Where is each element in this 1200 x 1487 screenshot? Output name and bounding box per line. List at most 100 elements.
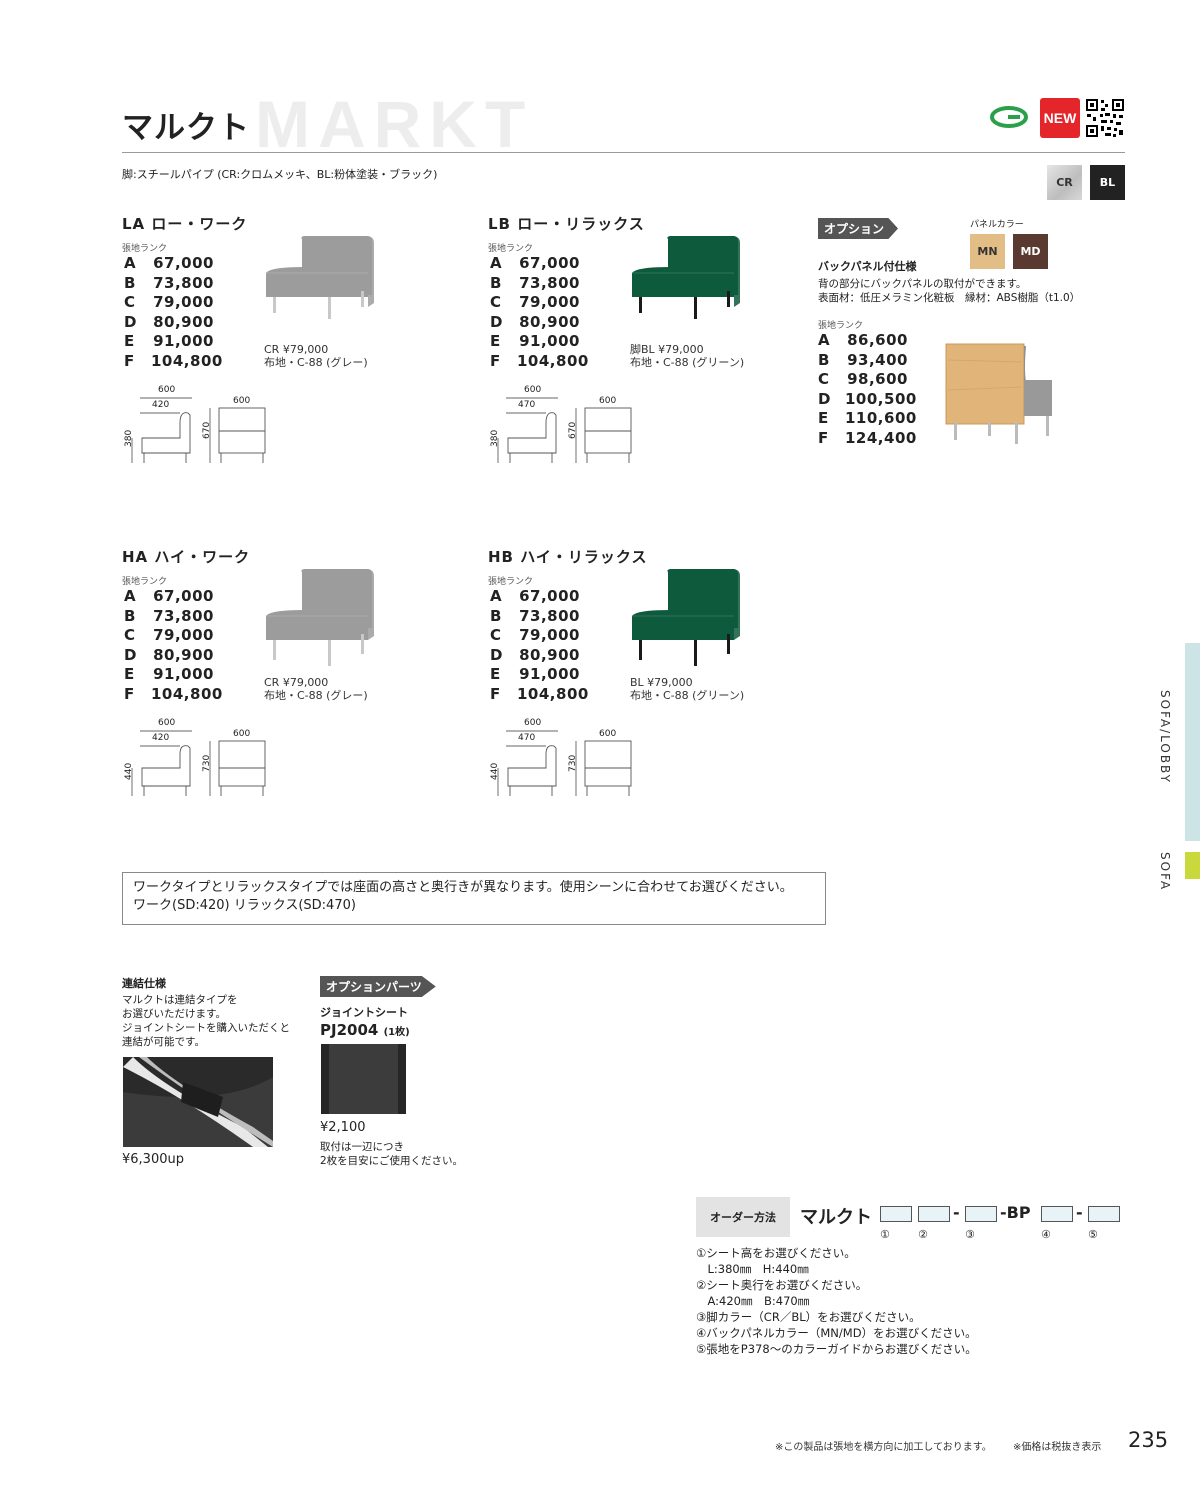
price-row: F 104,800	[490, 684, 589, 705]
rank-price: 104,800	[151, 684, 223, 703]
rank-price: 79,000	[519, 293, 580, 311]
panel-color-label: パネルカラー	[970, 220, 1024, 230]
price-row: D 100,500	[818, 389, 917, 410]
dim-seat-depth: 470	[518, 733, 536, 743]
dimension-drawing	[131, 730, 266, 796]
price-row: A 67,000	[124, 254, 214, 274]
rank-price: 104,800	[517, 684, 589, 703]
price-row: C 98,600	[818, 370, 908, 390]
price-row: F 104,800	[124, 351, 222, 372]
rank-grade: D	[818, 389, 831, 408]
price-row: E 110,600	[818, 409, 917, 429]
rank-price: 91,000	[153, 332, 214, 350]
rank-grade: C	[124, 626, 136, 644]
dim-seat-height: 380	[490, 429, 500, 447]
rank-price: 110,600	[845, 409, 917, 427]
price-row: F 104,800	[490, 351, 589, 372]
rank-price: 73,800	[519, 273, 580, 292]
joint-desc-line: お選びいただけます。	[122, 1008, 226, 1020]
price-row: D 80,900	[490, 646, 580, 666]
order-step: L:380㎜ H:440㎜	[696, 1262, 809, 1276]
rank-grade: B	[124, 606, 136, 625]
price-row: A 67,000	[490, 254, 580, 274]
price-row: F 104,800	[124, 684, 223, 705]
page-number: 235	[1128, 1428, 1169, 1452]
side-subcategory-bar	[1185, 852, 1200, 879]
rank-label: 張地ランク	[488, 577, 534, 587]
rank-label: 張地ランク	[122, 244, 168, 254]
dim-height: 730	[202, 754, 212, 772]
order-num-5: ⑤	[1088, 1228, 1098, 1241]
option-title: バックパネル付仕様	[818, 260, 917, 273]
parts-price: ¥2,100	[320, 1120, 366, 1135]
rank-grade: D	[490, 645, 503, 664]
option-price-list: A 86,600 B 93,400 C 98,600 D 100,500 E 1…	[818, 331, 917, 449]
price-row: C 79,000	[124, 293, 214, 313]
order-steps: ①シート高をお選びください。 L:380㎜ H:440㎜ ②シート奥行をお選びく…	[696, 1245, 977, 1357]
joint-desc-line: ジョイントシートを購入いただくと	[122, 1022, 290, 1034]
dim-seat-height: 380	[124, 429, 134, 447]
dim-seat-depth: 470	[518, 400, 536, 410]
rank-grade: C	[124, 293, 136, 311]
order-box-3[interactable]	[965, 1206, 997, 1222]
joint-title: 連結仕様	[122, 977, 166, 990]
rank-price: 79,000	[153, 293, 214, 311]
order-num-2: ②	[918, 1228, 928, 1241]
fabric-label: 布地・C-88 (グリーン)	[630, 356, 745, 369]
rank-grade: D	[490, 312, 503, 331]
panel-color-mn-swatch: MN	[970, 234, 1005, 269]
note-line-1: ワークタイプとリラックスタイプでは座面の高さと奥行きが異なります。使用シーンに合…	[133, 880, 793, 895]
dim-width-top: 600	[158, 718, 176, 728]
product-title: HB ハイ・リラックス	[488, 548, 648, 566]
rank-price: 104,800	[517, 351, 589, 370]
rank-grade: B	[124, 273, 136, 292]
dim-seat-height: 440	[490, 762, 500, 780]
dim-width-top: 600	[524, 385, 542, 395]
side-subcategory-label: SOFA	[1158, 852, 1172, 892]
rank-grade: F	[124, 351, 135, 370]
dimension-drawing	[131, 397, 266, 463]
order-box-1[interactable]	[880, 1206, 912, 1222]
price-row: F 124,400	[818, 428, 917, 449]
order-box-2[interactable]	[918, 1206, 950, 1222]
price-row: D 80,900	[124, 646, 214, 666]
order-box-4[interactable]	[1041, 1206, 1073, 1222]
rank-price: 80,900	[519, 312, 580, 331]
rank-price: 100,500	[845, 389, 917, 408]
rank-price: 79,000	[153, 626, 214, 644]
rank-price: 124,400	[845, 428, 917, 447]
note-box: ワークタイプとリラックスタイプでは座面の高さと奥行きが異なります。使用シーンに合…	[122, 872, 826, 925]
leg-note: 脚:スチールパイプ (CR:クロムメッキ、BL:粉体塗装・ブラック)	[122, 168, 438, 181]
rank-price: 67,000	[153, 587, 214, 605]
rank-grade: E	[490, 332, 501, 350]
rank-price: 73,800	[153, 273, 214, 292]
order-title: マルクト	[800, 1207, 872, 1228]
rank-grade: E	[818, 409, 829, 427]
note-line-2: ワーク(SD:420) リラックス(SD:470)	[133, 898, 356, 913]
sofa-image	[632, 569, 740, 666]
rank-label: 張地ランク	[122, 577, 168, 587]
dim-width-top: 600	[158, 385, 176, 395]
product-title: LB ロー・リラックス	[488, 215, 645, 233]
qr-code-icon[interactable]	[1085, 98, 1125, 138]
order-dash: -	[1076, 1203, 1083, 1222]
rank-price: 86,600	[847, 331, 908, 349]
rank-grade: A	[490, 254, 502, 272]
parts-code-text: PJ2004	[320, 1021, 379, 1039]
leg-color-bl-swatch: BL	[1090, 165, 1125, 200]
dimension-drawing	[497, 730, 632, 796]
joint-photo	[123, 1057, 273, 1147]
dim-height: 670	[568, 421, 578, 439]
order-step: ⑤張地をP378～のカラーガイドからお選びください。	[696, 1342, 977, 1356]
price-row: C 79,000	[490, 293, 580, 313]
order-box-5[interactable]	[1088, 1206, 1120, 1222]
dim-seat-height: 440	[124, 762, 134, 780]
price-list: A 67,000 B 73,800 C 79,000 D 80,900 E 91…	[490, 587, 589, 705]
dimension-drawing	[497, 397, 632, 463]
dim-width-front: 600	[599, 396, 617, 406]
price-row: C 79,000	[490, 626, 580, 646]
dim-seat-depth: 420	[152, 400, 170, 410]
rank-grade: B	[818, 350, 830, 369]
title-en: MARKT	[255, 87, 534, 161]
rank-grade: D	[124, 645, 137, 664]
